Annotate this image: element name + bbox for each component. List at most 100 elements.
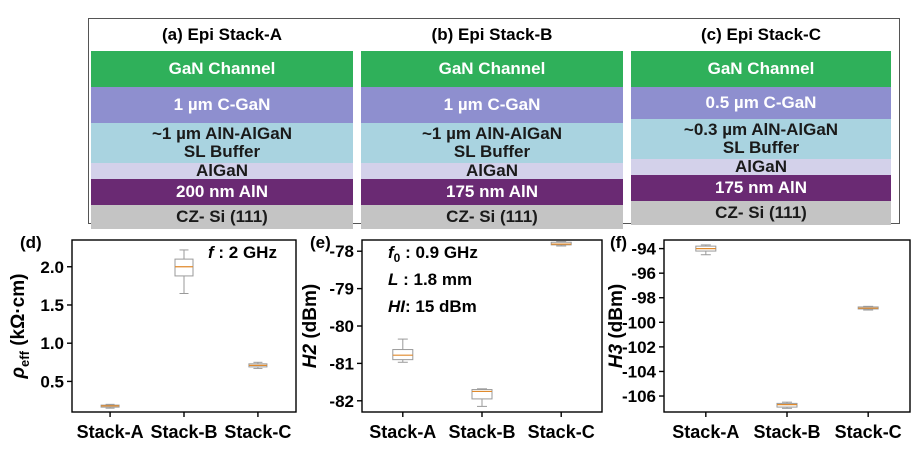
annotation-value: : 0.9 GHz	[400, 243, 477, 262]
stack-layer: GaN Channel	[91, 51, 353, 87]
y-tick-label: -100	[622, 313, 656, 332]
stack-layer-label: GaN Channel	[168, 59, 276, 78]
stack-layer-label: 0.5 µm C-GaN	[705, 93, 817, 112]
annotation: f0 : 0.9 GHz	[388, 243, 478, 265]
y-tick-label: 1.0	[40, 334, 64, 353]
box-stack-b	[471, 388, 493, 407]
y-tick-label: -94	[631, 240, 656, 259]
plot-frame	[361, 239, 603, 413]
stack-layer: 175 nm AlN	[361, 179, 623, 205]
y-tick-label: -81	[329, 354, 354, 373]
annotation-symbol: HI	[388, 297, 406, 316]
epi-stack-panel: (a) Epi Stack-A GaN Channel 1 µm C-GaN ~1 µ…	[88, 18, 900, 229]
box-stack-b	[174, 249, 194, 295]
y-axis-label-main: H3	[606, 344, 627, 369]
stack-layer: GaN Channel	[361, 51, 623, 87]
panel-label: (e)	[310, 233, 331, 252]
stack-layer: CZ- Si (111)	[91, 205, 353, 229]
y-tick-label: 1.5	[40, 296, 64, 315]
stack-layer: AlGaN	[631, 157, 891, 176]
stack-layer: AlGaN	[91, 161, 353, 180]
stack-layer: CZ- Si (111)	[631, 201, 891, 225]
stack-layer: AlGaN	[361, 161, 623, 180]
y-tick-label: -104	[622, 362, 657, 381]
stack-layer: CZ- Si (111)	[361, 205, 623, 229]
y-axis-label: ρeff (kΩ·cm)	[8, 274, 32, 380]
stack-layer-label: SL Buffer	[453, 142, 531, 161]
y-tick-label: -96	[631, 264, 656, 283]
x-tick-label: Stack-C	[835, 422, 902, 442]
stack-layer: 1 µm C-GaN	[361, 87, 623, 123]
y-axis-label: H3 (dBm)	[606, 284, 627, 368]
annotation-value: : 15 dBm	[405, 297, 477, 316]
x-tick-label: Stack-A	[369, 422, 436, 442]
stack-layer-label: CZ- Si (111)	[446, 207, 538, 226]
y-tick-label: -106	[622, 387, 656, 406]
y-tick-label: -78	[329, 242, 354, 261]
stack-layer-label: ~0.3 µm AlN-AlGaN	[683, 120, 839, 139]
stack-title: (b) Epi Stack-B	[431, 25, 553, 44]
epi-stack-a: (a) Epi Stack-A GaN Channel 1 µm C-GaN ~1 µ…	[91, 19, 353, 229]
stack-layer-label: 175 nm AlN	[446, 182, 538, 201]
annotation-value: : 2 GHz	[214, 243, 277, 262]
stack-layer: GaN Channel	[631, 51, 891, 87]
y-axis-label-main: ρ	[8, 367, 29, 380]
box-stack-b	[776, 401, 798, 409]
y-tick-label: 2.0	[40, 258, 64, 277]
box-stack-c	[248, 361, 268, 369]
box-iqr	[776, 402, 798, 408]
box-stack-c	[857, 305, 879, 311]
box-stack-c	[550, 240, 572, 247]
stack-layer-label: AlGaN	[196, 161, 248, 180]
stack-layer: 200 nm AlN	[91, 179, 353, 205]
y-tick-label: -98	[631, 289, 656, 308]
stack-layer-label: SL Buffer	[722, 138, 800, 157]
annotation: HI: 15 dBm	[388, 297, 477, 316]
stack-layer-label: 1 µm C-GaN	[173, 95, 271, 114]
y-tick-label: -102	[622, 338, 656, 357]
y-axis-label-unit: (dBm)	[606, 284, 627, 344]
stack-layer-label: AlGaN	[466, 161, 518, 180]
y-axis-label-sub: eff	[17, 350, 32, 367]
y-axis-label-main: H2	[302, 344, 321, 369]
box-iqr	[174, 258, 194, 277]
stack-layer-label: AlGaN	[735, 157, 787, 176]
x-tick-label: Stack-B	[448, 422, 515, 442]
x-tick-label: Stack-C	[224, 422, 291, 442]
x-tick-label: Stack-B	[753, 422, 820, 442]
x-tick-label: Stack-A	[77, 422, 144, 442]
y-axis-label: H2 (dBm)	[302, 284, 321, 368]
y-tick-label: -82	[329, 392, 354, 411]
annotation: f : 2 GHz	[208, 243, 277, 262]
panel-label: (f)	[610, 233, 627, 252]
y-tick-label: -79	[329, 280, 354, 299]
annotation-symbol: f	[388, 243, 396, 262]
stack-layer-label: GaN Channel	[438, 59, 546, 78]
annotation-subscript: 0	[394, 251, 401, 265]
box-stack-a	[392, 338, 414, 363]
stack-layer-label: 200 nm AlN	[176, 182, 268, 201]
epi-stack-b: (b) Epi Stack-B GaN Channel 1 µm C-GaN ~1 µ…	[361, 19, 623, 229]
x-tick-label: Stack-A	[672, 422, 739, 442]
stack-title: (a) Epi Stack-A	[162, 25, 282, 44]
y-tick-label: -80	[329, 317, 354, 336]
annotation-value: : 1.8 mm	[398, 270, 472, 289]
stack-layer-label: 1 µm C-GaN	[443, 95, 541, 114]
box-stack-a	[695, 244, 717, 256]
stack-layer-label: ~1 µm AlN-AlGaN	[421, 124, 562, 143]
stack-layer: 0.5 µm C-GaN	[631, 87, 891, 119]
stack-layer-label: 175 nm AlN	[715, 178, 807, 197]
stack-layer-label: GaN Channel	[707, 59, 815, 78]
annotation: L : 1.8 mm	[388, 270, 472, 289]
stack-layer: 1 µm C-GaN	[91, 87, 353, 123]
stack-layer-label: CZ- Si (111)	[715, 203, 807, 222]
